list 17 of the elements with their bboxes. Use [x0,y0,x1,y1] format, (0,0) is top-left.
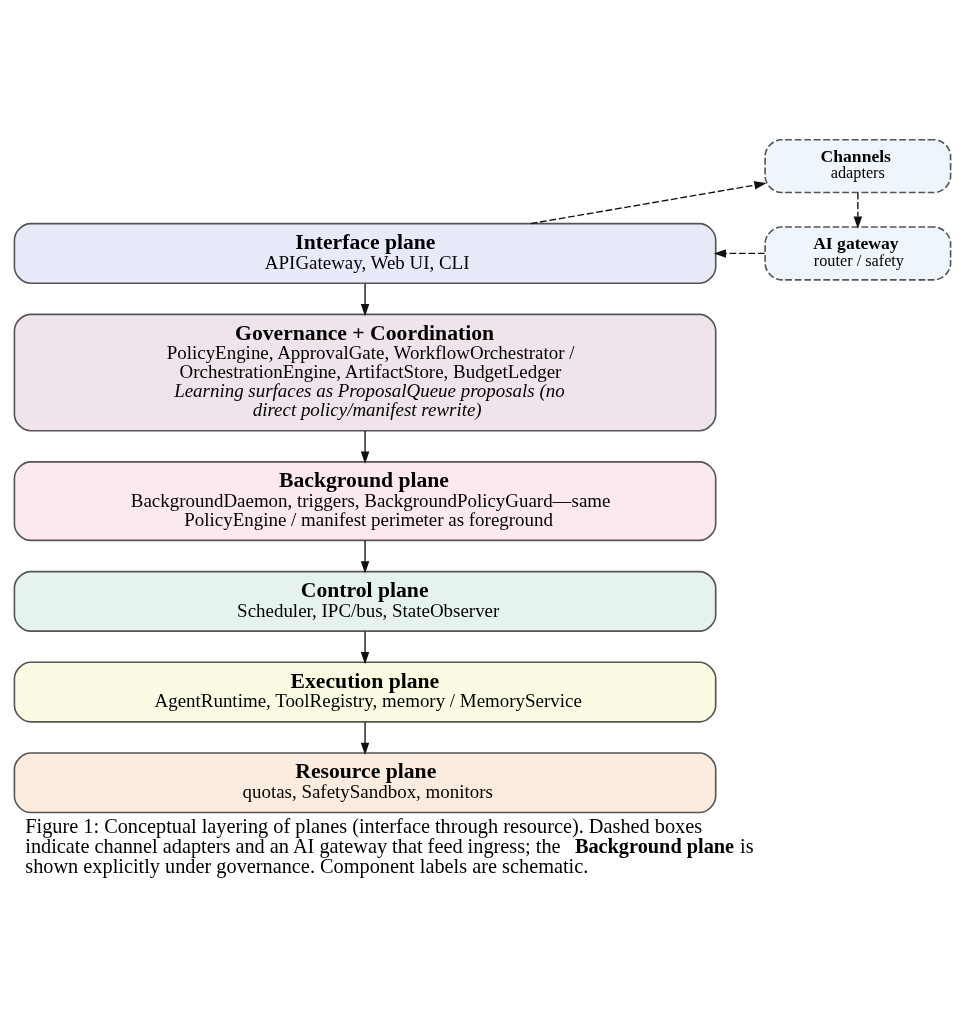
node-box: Control plane Scheduler, IPC/bus, StateObserver [13,570,716,632]
node-box: AI gateway router / safety [763,226,951,281]
arrow [360,630,369,665]
caption: Figure 1: Conceptual layering of planes (interface through resource). Dashed boxes indicate channel adapters and an AI gateway that feed ingress; the Background plane is shown explicitly under governance. Component labels are schematic. [24,814,754,878]
arrow [360,721,369,755]
node-box: Interface plane APIGateway, Web UI, CLI [13,222,716,284]
node-box: Execution plane AgentRuntime, ToolRegistry, memory / MemoryService [13,661,716,723]
node-box: Channels adapters [763,138,951,194]
arrow [713,249,765,258]
arrow [853,192,862,229]
node-box: Governance + Coordination PolicyEngine, ApprovalGate, WorkflowOrchestrator / OrchestrationEngine, ArtifactStore, BudgetLedger Learning surfaces as ProposalQueue proposals (no direct policy/manifest rewrite) [13,313,716,432]
arrow [360,539,369,574]
node-box: Background plane BackgroundDaemon, triggers, BackgroundPolicyGuard—same PolicyEngine / manifest perimeter as foreground [13,461,716,542]
arrow [360,430,369,464]
arrow [529,180,767,225]
node-box: Resource plane quotas, SafetySandbox, monitors [13,752,716,814]
arrow [360,282,369,317]
